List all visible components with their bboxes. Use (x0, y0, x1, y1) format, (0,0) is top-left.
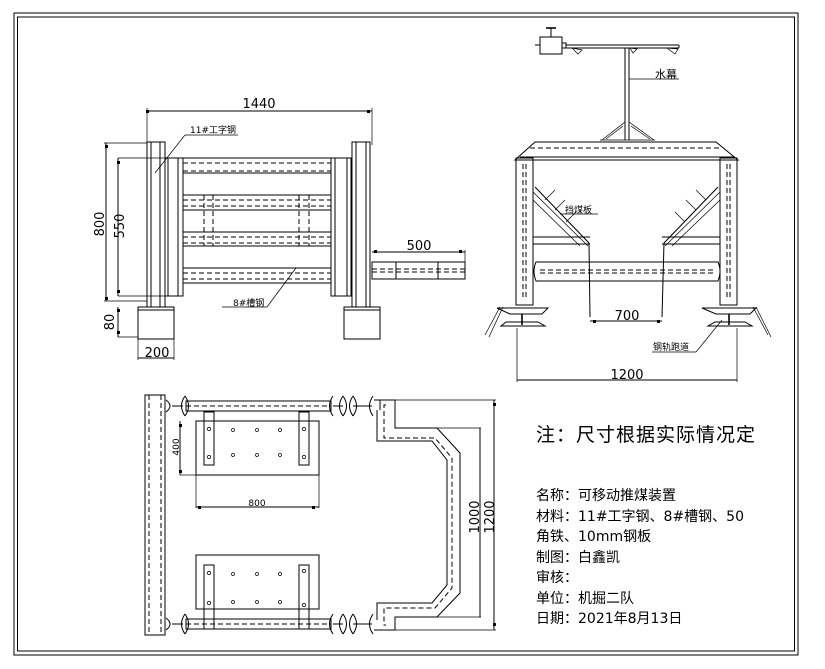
material-label: 材料： (536, 508, 578, 525)
material-value: 11#工字钢、8#槽钢、50 (578, 508, 744, 525)
dim-1200-side: 1200 (610, 368, 643, 383)
name-value: 可移动推煤装置 (578, 488, 676, 504)
name-label: 名称： (536, 488, 578, 504)
date-label: 日期： (536, 611, 578, 627)
dim-550: 550 (113, 214, 128, 239)
dim-1200-plan: 1200 (483, 500, 498, 533)
plan-view: 400 800 1000 1200 (144, 394, 498, 636)
drafter-row: 制图：白鑫凯 (536, 548, 744, 569)
dim-1440: 1440 (242, 97, 275, 112)
dim-200: 200 (145, 346, 170, 361)
note: 注：尺寸根据实际情况定 (536, 420, 756, 447)
material-row-cont: 角铁、10mm钢板 (536, 527, 744, 548)
drafter-value: 白鑫凯 (578, 549, 620, 566)
dim-400: 400 (172, 438, 182, 455)
reviewer-row: 审核： (536, 568, 744, 589)
dim-800: 800 (93, 212, 108, 237)
unit-value: 机掘二队 (578, 590, 634, 607)
date-row: 日期：2021年8月13日 (536, 609, 744, 630)
front-view: 1440 (93, 97, 466, 361)
unit-row: 单位：机掘二队 (536, 589, 744, 610)
label-i-beam: 11#工字钢 (190, 124, 236, 136)
name-row: 名称：可移动推煤装置 (536, 486, 744, 507)
drafter-label: 制图： (536, 549, 578, 566)
dim-1000: 1000 (468, 500, 483, 533)
inner-frame (17, 16, 795, 652)
date-value: 2021年8月13日 (578, 611, 683, 627)
material-row: 材料：11#工字钢、8#槽钢、50 (536, 507, 744, 528)
unit-label: 单位： (536, 590, 578, 607)
label-channel: 8#槽钢 (233, 297, 264, 309)
dim-700: 700 (615, 309, 640, 324)
title-block: 名称：可移动推煤装置 材料：11#工字钢、8#槽钢、50 角铁、10mm钢板 制… (536, 486, 744, 630)
label-coal-guard: 挡煤板 (565, 204, 592, 216)
reviewer-label: 审核： (536, 570, 578, 586)
label-water-curtain: 水幕 (655, 67, 677, 81)
label-rail-track: 钢轨跑道 (653, 341, 689, 353)
dim-800-plan: 800 (248, 499, 265, 509)
material-value-cont: 角铁、10mm钢板 (536, 529, 652, 545)
side-view: 水幕 挡煤板 (484, 27, 772, 383)
dim-80: 80 (103, 314, 118, 331)
dim-500: 500 (407, 239, 432, 254)
note-text: 注：尺寸根据实际情况定 (536, 424, 757, 446)
outer-frame (13, 12, 799, 656)
